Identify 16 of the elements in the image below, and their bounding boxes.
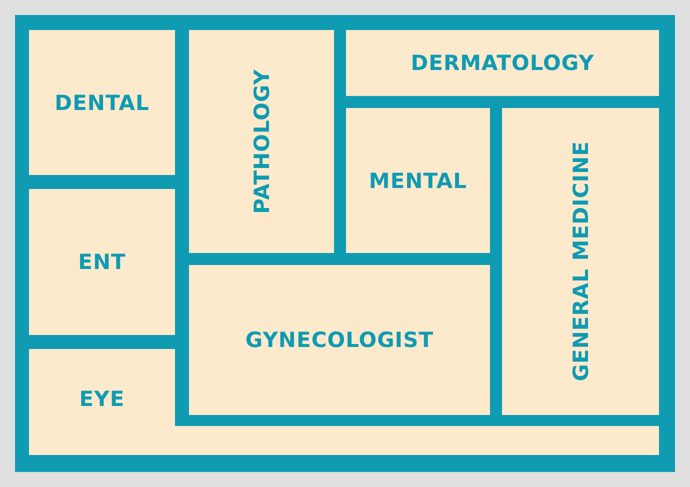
department-label: EYE [79, 387, 125, 411]
department-panel [346, 108, 490, 253]
department-panel [346, 30, 659, 96]
department-panel [189, 30, 334, 253]
department-panel [502, 108, 659, 415]
department-label: DENTAL [54, 90, 150, 114]
department-label: PATHOLOGY [250, 69, 274, 214]
department-panel [29, 189, 175, 335]
department-panel [189, 265, 490, 415]
department-label: MENTAL [368, 168, 468, 192]
department-label: GENERAL MEDICINE [568, 141, 592, 382]
department-label: GYNECOLOGIST [245, 328, 434, 352]
department-label: ENT [78, 250, 126, 274]
department-label: DERMATOLOGY [410, 51, 594, 75]
department-panel [29, 349, 175, 455]
department-panel [29, 30, 175, 175]
